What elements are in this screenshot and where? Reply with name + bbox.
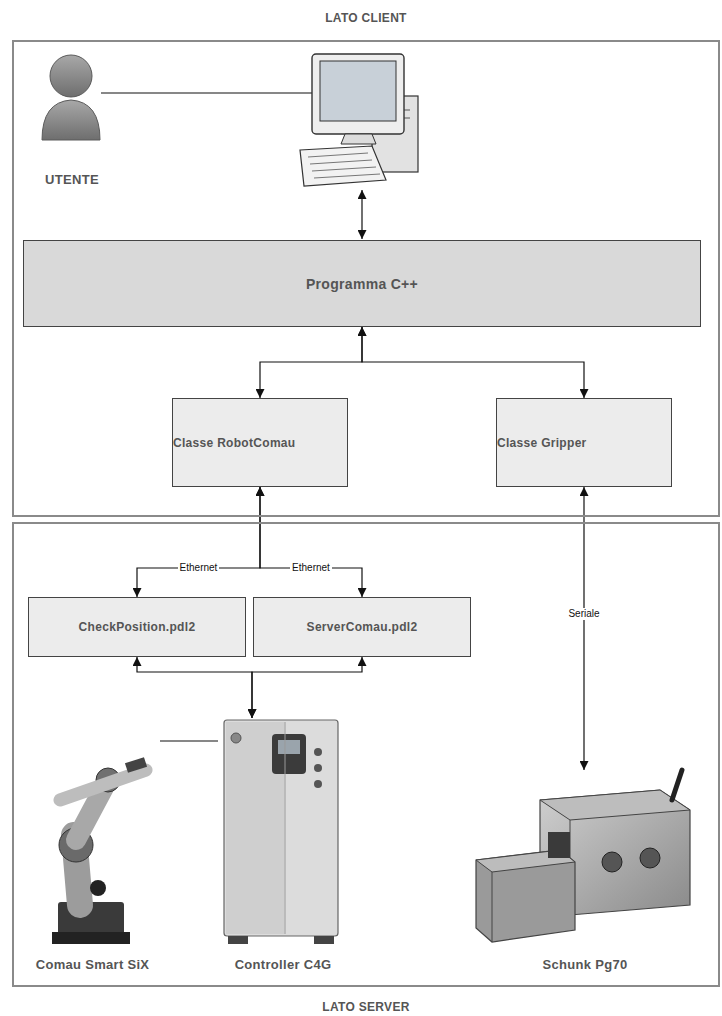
gripper-illustration [476, 770, 690, 942]
connector [260, 487, 362, 597]
program-box: CheckPosition.pdl2 [28, 597, 246, 657]
process-box: Programma C++ [23, 240, 701, 327]
client-region: LATO CLIENTUTENTEProgramma C++Classe Rob… [12, 40, 720, 517]
computer-arrow [361, 190, 362, 239]
gripper-node: Schunk Pg70 [470, 770, 700, 977]
region-title: LATO SERVER [14, 1000, 718, 1014]
box-label: Programma C++ [24, 276, 700, 292]
connector [160, 740, 218, 741]
box-label: ServerComau.pdl2 [254, 619, 470, 635]
figure-caption: Comau Smart SiX [0, 957, 200, 973]
connector [583, 487, 584, 770]
figure-caption: Controller C4G [178, 957, 388, 973]
figure-caption: UTENTE [0, 172, 149, 188]
connector [137, 657, 252, 718]
server-region: LATO SERVERCheckPosition.pdl2ServerComau… [12, 522, 720, 987]
user-node: UTENTE [35, 52, 109, 192]
connector [137, 487, 260, 597]
controller-node: Controller C4G [218, 718, 348, 977]
box-label: Classe Gripper [497, 435, 582, 451]
connector-label: Ethernet [290, 562, 332, 574]
box-label: CheckPosition.pdl2 [29, 619, 245, 635]
program-box: ServerComau.pdl2 [253, 597, 471, 657]
region-title: LATO CLIENT [14, 11, 718, 25]
user-icon [42, 55, 100, 140]
robot-node: Comau Smart SiX [25, 730, 160, 977]
connector [260, 327, 362, 398]
connector [362, 327, 584, 398]
controller-illustration [224, 720, 338, 944]
connector-label: Seriale [566, 608, 601, 620]
connector-label: Ethernet [178, 562, 220, 574]
box-label: Classe RobotComau [173, 435, 258, 451]
class-box: Classe Gripper [496, 398, 672, 487]
user-line [101, 92, 312, 93]
figure-caption: Schunk Pg70 [430, 957, 722, 973]
robot-illustration [52, 757, 147, 944]
connector [252, 657, 362, 718]
computer-icon [300, 54, 418, 186]
class-box: Classe RobotComau [172, 398, 348, 487]
